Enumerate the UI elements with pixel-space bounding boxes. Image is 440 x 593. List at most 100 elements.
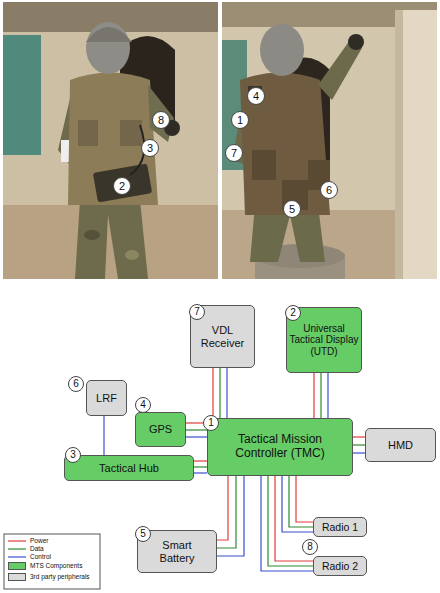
wire: [194, 466, 207, 467]
node-text-group: Universal Tactical Display (UTD): [287, 323, 361, 358]
connector: [353, 437, 365, 453]
soldier-head: [260, 24, 304, 76]
callout-circle: 3: [141, 139, 159, 157]
vest-pouch: [120, 120, 142, 146]
wire: [289, 476, 313, 527]
callout-number: 5: [289, 204, 295, 215]
legend-line-sample: [8, 540, 26, 541]
wire: [296, 476, 313, 522]
right-photo: [222, 2, 437, 279]
wire: [353, 436, 365, 437]
legend-swatch: [8, 562, 26, 570]
soldier-helmet: [86, 27, 132, 42]
node-text-group: LRF: [96, 392, 117, 405]
callout-circle: 2: [113, 177, 131, 195]
callout-number: 8: [158, 115, 164, 126]
node-label: Radio 1: [322, 521, 358, 533]
callout-circle: 4: [247, 87, 265, 105]
node-label: Tactical Mission Controller (TMC): [225, 433, 335, 461]
soldier-legs: [75, 200, 148, 279]
callout-number: 3: [147, 143, 153, 154]
connector: [217, 476, 244, 556]
wire: [327, 373, 328, 418]
callout-circle: 4: [135, 397, 151, 413]
callout-number: 4: [140, 400, 146, 410]
node-label: GPS: [149, 423, 172, 436]
soldier-vest: [240, 73, 330, 216]
connector: [213, 368, 227, 418]
mts-component-box: Tactical Hub: [64, 455, 194, 481]
callout-circle: 2: [285, 305, 301, 321]
callout-number: 8: [307, 542, 313, 552]
wire: [217, 476, 236, 548]
legend-line-sample: [8, 548, 26, 549]
callout-number: 2: [290, 308, 296, 318]
left-photo: [3, 2, 218, 279]
soldier-vest: [68, 73, 158, 206]
photo-column: [395, 10, 437, 279]
legend-text: Data: [30, 546, 44, 553]
node-label: Smart Battery: [152, 539, 202, 564]
wire: [194, 472, 207, 473]
peripheral-box: LRF: [86, 380, 127, 416]
wire: [226, 368, 227, 418]
callout-circle: 5: [283, 200, 301, 218]
node-text-group: Tactical Hub: [99, 462, 159, 475]
callout-circle: 6: [68, 376, 84, 392]
callout-number: 4: [253, 91, 259, 102]
peripheral-box: HMD: [365, 428, 436, 462]
soldier-glove: [348, 34, 364, 50]
callout-circle: 5: [135, 526, 151, 542]
mts-component-box: GPS: [135, 412, 186, 447]
connector: [194, 461, 207, 473]
wire: [103, 416, 104, 455]
callout-number: 6: [326, 185, 332, 196]
callout-number: 7: [194, 307, 200, 317]
photo-wall: [222, 2, 437, 279]
node-text-group: GPS: [149, 423, 172, 436]
node-label: LRF: [96, 392, 117, 405]
callout-number: 1: [208, 418, 214, 428]
legend-text: Control: [30, 554, 51, 561]
photo-column-shade: [395, 10, 403, 279]
wire: [186, 429, 207, 430]
callout-number: 3: [70, 450, 76, 460]
callout-circle: 7: [225, 144, 243, 162]
legend-text: MTS Components: [30, 563, 82, 570]
callout-circle: 1: [231, 111, 249, 129]
wire: [217, 476, 244, 556]
node-text-group: Radio 1: [322, 521, 358, 533]
legend-frame: [4, 534, 100, 589]
wire: [261, 476, 313, 571]
legend-line-sample: [8, 556, 26, 557]
node-text-group: Radio 2: [322, 560, 358, 572]
callout-circle: 8: [302, 539, 318, 555]
node-text-group: VDL Receiver: [195, 324, 250, 349]
callout-number: 1: [237, 115, 243, 126]
legend-swatch: [8, 573, 26, 581]
wire: [282, 476, 313, 532]
node-label: Tactical Hub: [99, 462, 159, 475]
node-text-group: HMD: [388, 439, 413, 452]
peripheral-box: Radio 2: [313, 556, 367, 576]
callout-circle: 8: [152, 111, 170, 129]
handheld-display: [93, 163, 152, 202]
vest-pouch: [252, 150, 276, 180]
wire: [212, 368, 213, 418]
legend-text: 3rd party peripherals: [30, 574, 90, 581]
connector: [314, 373, 328, 418]
node-label: Universal Tactical Display (UTD): [287, 323, 361, 358]
callout-number: 5: [140, 529, 146, 539]
wire: [217, 476, 228, 540]
node-text-group: Smart Battery: [152, 539, 202, 564]
peripheral-box: Radio 1: [313, 517, 367, 537]
connector: [261, 476, 313, 571]
node-label: VDL Receiver: [195, 324, 250, 349]
connector: [282, 476, 313, 532]
wire: [320, 373, 321, 418]
connector: [104, 416, 105, 455]
callout-circle: 1: [203, 415, 219, 431]
